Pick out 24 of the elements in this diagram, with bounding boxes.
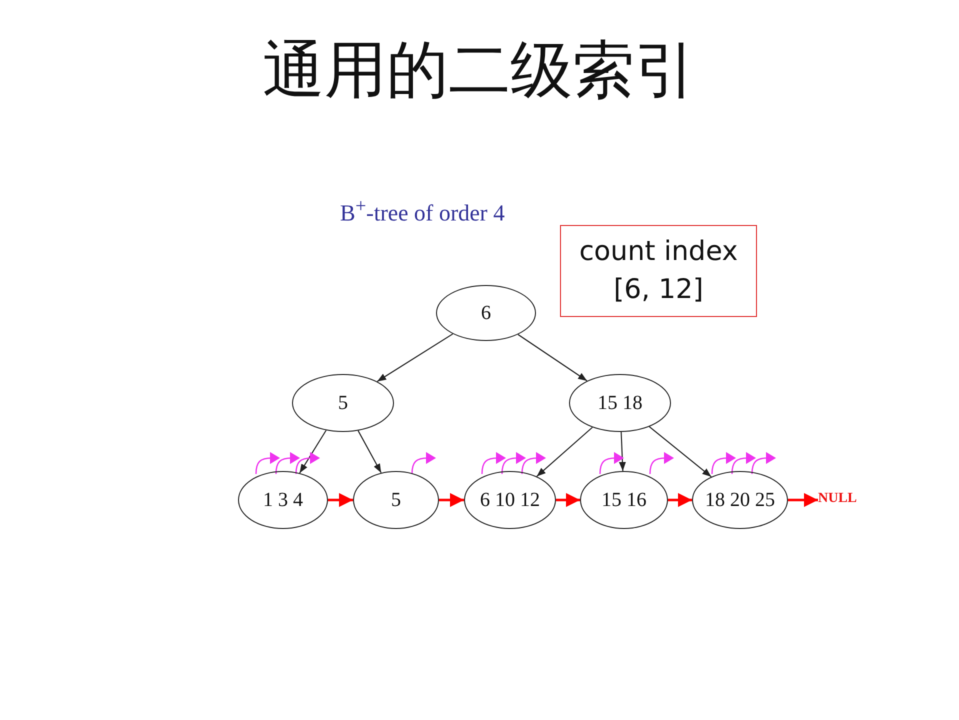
arrow xyxy=(328,493,353,507)
arrow xyxy=(668,493,692,507)
arrow xyxy=(618,432,626,472)
annotation-box: count index [6, 12] xyxy=(560,225,757,317)
tree-node: 15 16 xyxy=(580,471,668,529)
arrow xyxy=(536,426,593,477)
title: 通用的二级索引 xyxy=(262,32,698,108)
arrow xyxy=(439,493,464,507)
tree-node: 6 xyxy=(436,285,536,341)
arrow xyxy=(556,493,580,507)
tree-node: 15 18 xyxy=(569,374,671,432)
arrow xyxy=(299,430,327,474)
arrow xyxy=(376,333,454,382)
arrow xyxy=(649,426,712,478)
diagram-caption: B$^{+}$-tree of order 4 xyxy=(340,196,505,227)
arrow xyxy=(788,493,818,507)
tree-node: 6 10 12 xyxy=(464,471,556,529)
tree-node: 5 xyxy=(353,471,439,529)
arrow xyxy=(358,430,382,474)
arrow xyxy=(518,334,588,382)
tree-node: 1 3 4 xyxy=(238,471,328,529)
null-label: NULL xyxy=(818,491,857,507)
tree-node: 5 xyxy=(292,374,394,432)
tree-node: 18 20 25 xyxy=(692,471,788,529)
